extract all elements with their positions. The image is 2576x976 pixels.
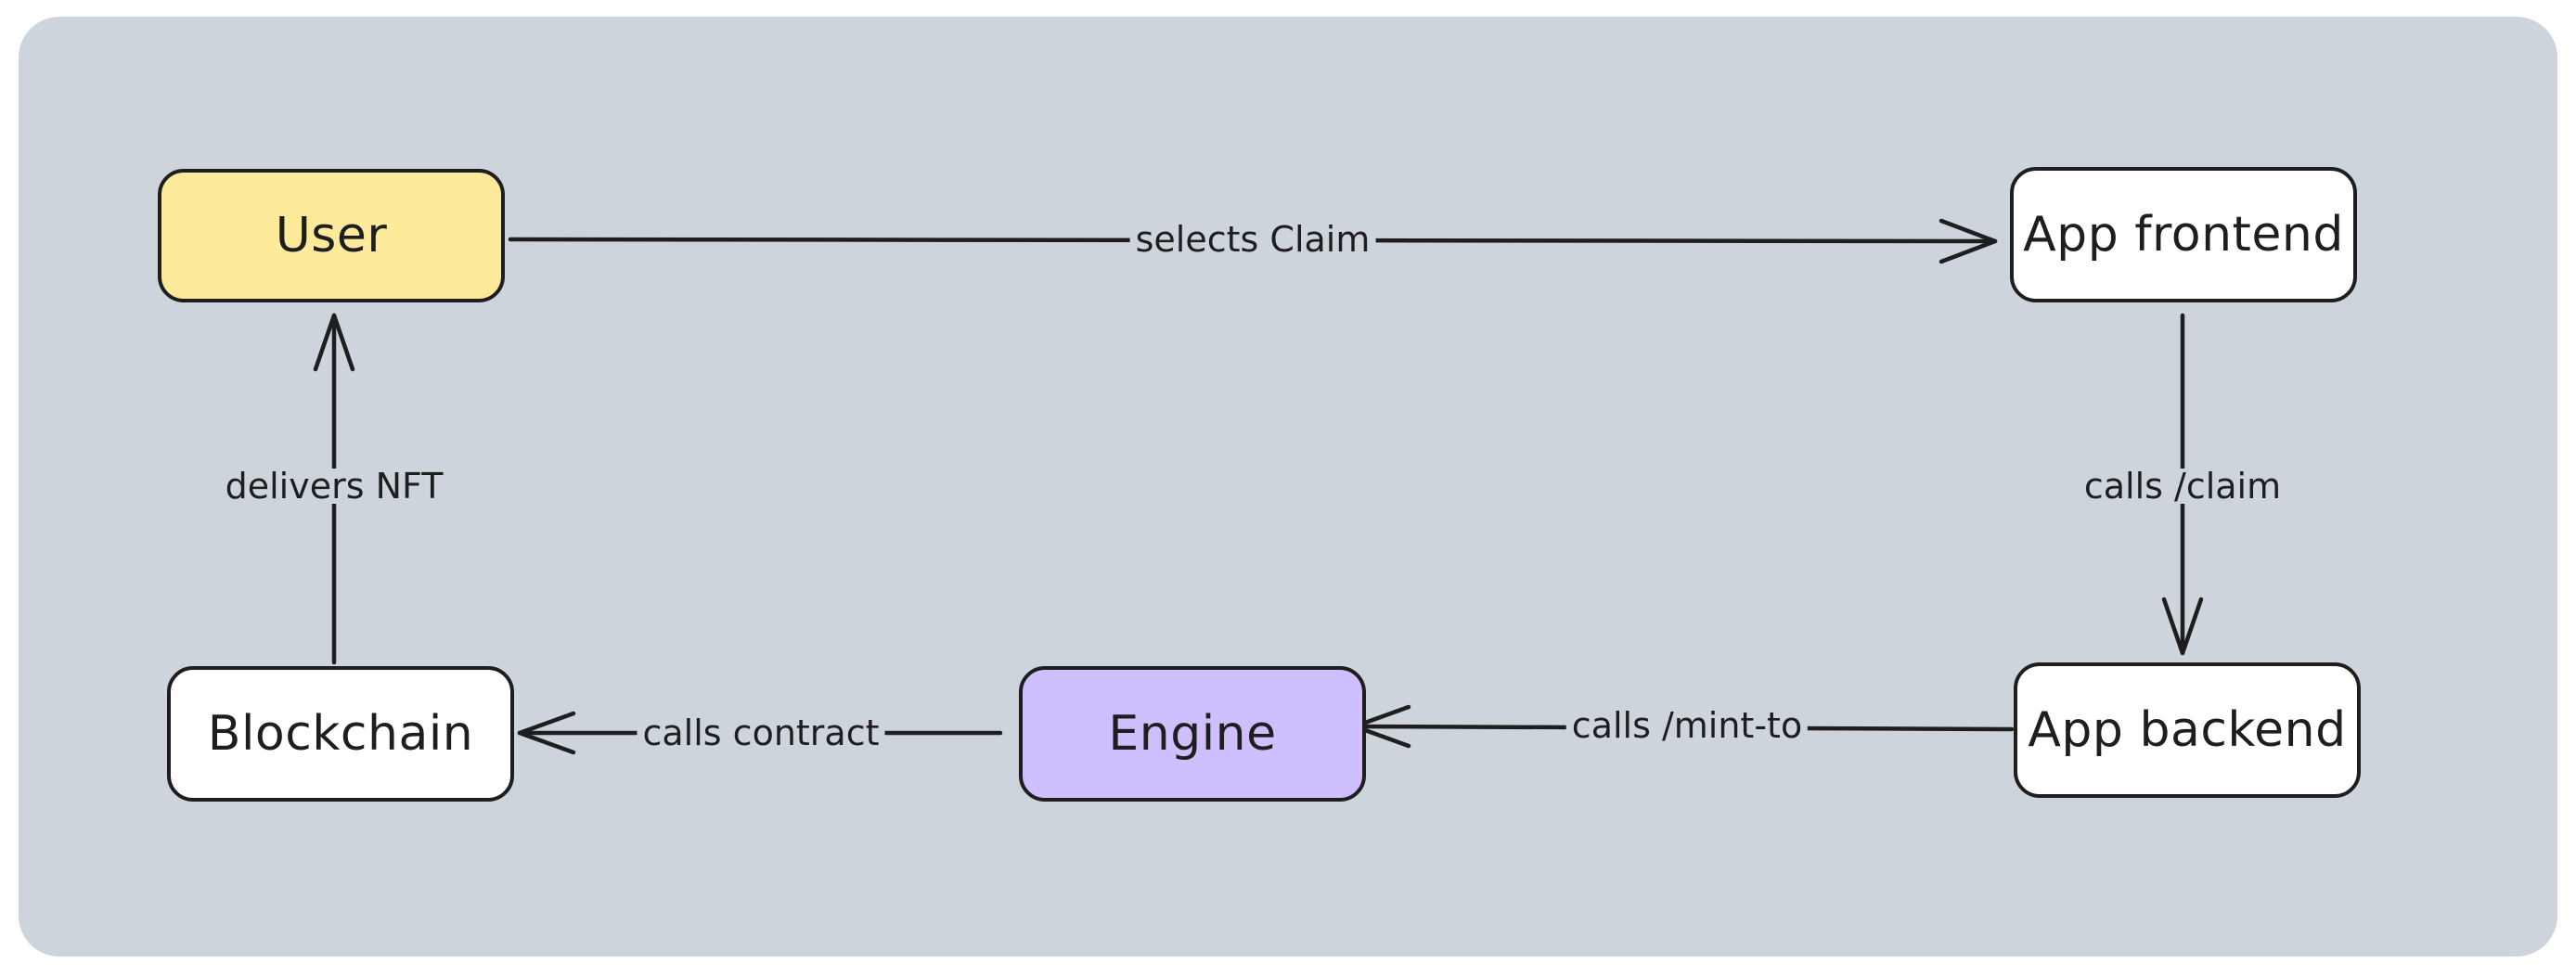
node-user-label: User <box>275 208 388 263</box>
edge-label-calls-mint-to: calls /mint-to <box>1565 708 1809 743</box>
node-app-frontend-label: App frontend <box>2023 207 2344 263</box>
node-app-backend: App backend <box>2014 662 2361 798</box>
node-blockchain: Blockchain <box>167 666 514 802</box>
node-app-frontend: App frontend <box>2010 167 2357 302</box>
node-blockchain-label: Blockchain <box>207 706 474 762</box>
node-app-backend-label: App backend <box>2028 702 2347 758</box>
node-user: User <box>158 169 505 302</box>
edge-label-calls-contract: calls contract <box>637 715 885 751</box>
edge-label-delivers-nft: delivers NFT <box>219 469 449 504</box>
node-engine-label: Engine <box>1108 706 1277 762</box>
diagram-canvas: User App frontend App backend Engine Blo… <box>19 17 2557 957</box>
node-engine: Engine <box>1019 666 1366 802</box>
edge-label-selects-claim: selects Claim <box>1129 222 1376 257</box>
edge-label-calls-claim: calls /claim <box>2078 469 2287 504</box>
